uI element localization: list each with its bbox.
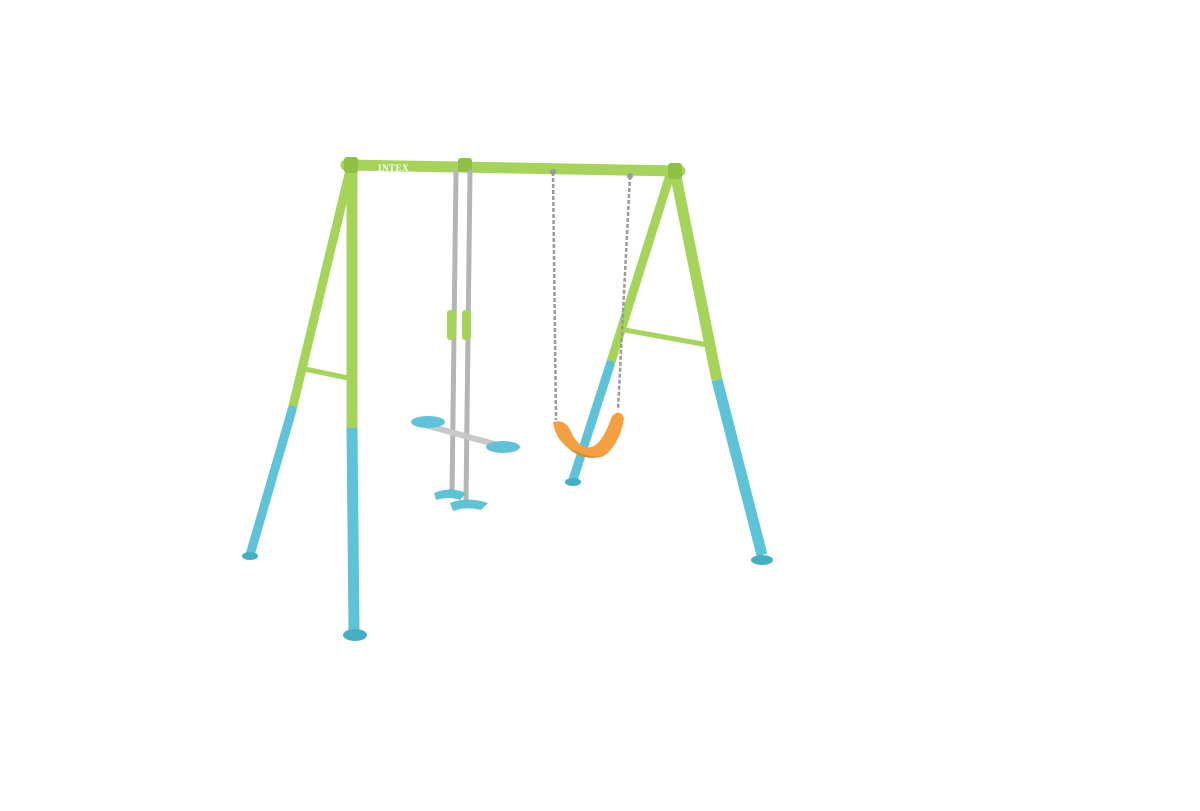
glider-grip-right xyxy=(462,310,471,340)
left-back-leg-lower xyxy=(245,405,297,560)
left-back-foot xyxy=(242,552,258,560)
right-brace xyxy=(622,327,711,348)
left-brace xyxy=(297,365,351,381)
glider-seat-right xyxy=(486,441,520,453)
swing-chain-left xyxy=(551,171,558,421)
top-beam: INTEX xyxy=(340,157,686,179)
left-a-frame xyxy=(242,165,367,641)
top-beam-left-cap xyxy=(344,157,358,173)
left-front-foot xyxy=(343,629,367,641)
top-beam-center-joint xyxy=(458,158,472,172)
right-front-foot xyxy=(751,555,773,565)
brand-logo: INTEX xyxy=(378,163,409,173)
swing-hook-right xyxy=(627,173,633,179)
right-back-foot xyxy=(565,478,581,486)
glider-grip-left xyxy=(447,310,456,340)
glider-footrest-right xyxy=(450,499,488,511)
right-a-frame xyxy=(565,170,773,565)
swing-seat xyxy=(553,412,624,458)
glider-swing xyxy=(411,169,520,511)
glider-footrest-left xyxy=(434,489,466,500)
swing-seat-shadow xyxy=(568,448,604,458)
top-beam-bar xyxy=(340,159,686,177)
right-front-leg-lower xyxy=(711,378,768,557)
right-front-leg-upper xyxy=(669,170,723,382)
swing-hook-left xyxy=(550,169,556,175)
right-back-leg-lower xyxy=(568,360,615,485)
glider-seat-left xyxy=(411,416,445,428)
swing-chain-right xyxy=(616,175,632,411)
left-front-leg-lower xyxy=(346,427,360,631)
right-back-leg-upper xyxy=(605,170,675,370)
belt-swing xyxy=(550,169,633,458)
top-beam-right-cap xyxy=(668,163,682,179)
